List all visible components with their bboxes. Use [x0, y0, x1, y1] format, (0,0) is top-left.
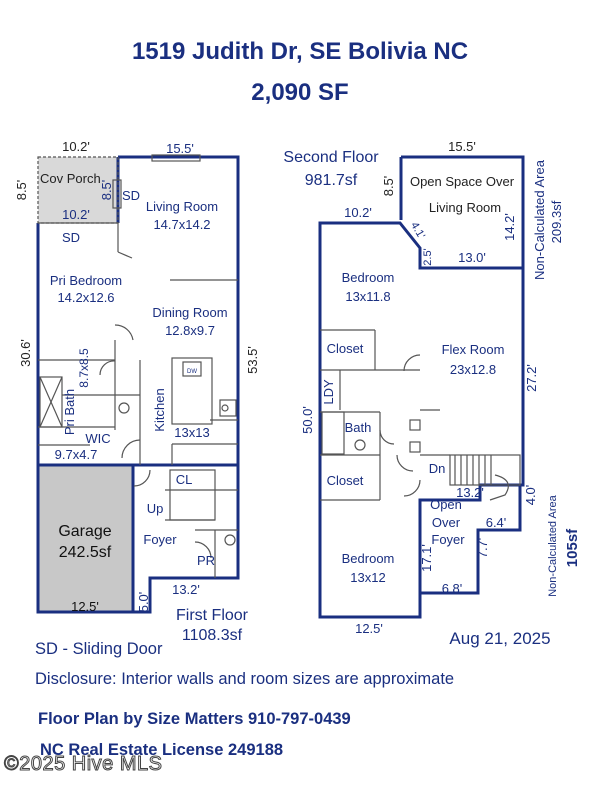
room-wic: WIC: [85, 431, 110, 446]
dim-garage-bottom: 12.5': [71, 599, 99, 614]
watermark: ©2025 Hive MLS: [3, 753, 163, 776]
room-up: Up: [147, 501, 164, 516]
dim-right-side-2: 27.2': [524, 364, 539, 392]
room-flex-dim: 23x12.8: [450, 362, 496, 377]
room-pr: PR: [197, 553, 215, 568]
non-calc-label-1: Non-Calculated Area: [532, 159, 547, 280]
dim-left-side-2: 50.0': [300, 406, 315, 434]
room-open-foyer-2: Over: [432, 515, 461, 530]
dim-bottom: 13.2': [172, 582, 200, 597]
room-ldy: LDY: [321, 379, 336, 405]
room-open-foyer-1: Open: [430, 497, 462, 512]
dim-porch-right: 8.5': [99, 180, 114, 201]
disclosure-text: Disclosure: Interior walls and room size…: [35, 670, 455, 688]
room-cov-porch: Cov Porch: [40, 171, 101, 186]
dim-porch-inner: 10.2': [62, 207, 90, 222]
room-kitchen-dim: 13x13: [174, 425, 209, 440]
sd-label-1: SD: [122, 188, 140, 203]
dim-bottom-2: 12.5': [355, 621, 383, 636]
company-text: Floor Plan by Size Matters 910-797-0439: [38, 710, 351, 728]
room-dn: Dn: [429, 461, 446, 476]
area-title: 2,090 SF: [251, 79, 349, 106]
room-open-space-2: Living Room: [429, 200, 501, 215]
room-bedroom-2: Bedroom: [342, 551, 395, 566]
room-bedroom-1-dim: 13x11.8: [345, 289, 390, 304]
dim-open-right: 14.2': [502, 213, 517, 241]
room-wic-dim: 9.7x4.7: [55, 447, 98, 462]
dim-top-open: 15.5': [448, 139, 476, 154]
dim-porch-side: 8.5': [14, 180, 29, 201]
second-floor-title: Second Floor: [283, 149, 379, 166]
dim-foyer-a: 6.4': [486, 515, 507, 530]
room-pri-bedroom-dim: 14.2x12.6: [57, 290, 114, 305]
room-flex: Flex Room: [442, 342, 505, 357]
room-bedroom-2-dim: 13x12: [350, 570, 385, 585]
second-floor-area: 981.7sf: [305, 172, 358, 189]
first-floor-interior: [37, 154, 238, 578]
address-title: 1519 Judith Dr, SE Bolivia NC: [131, 38, 469, 65]
dim-foyer-c: 17.1': [419, 544, 434, 572]
second-floor-interior: [320, 329, 521, 501]
room-dining: Dining Room: [152, 305, 227, 320]
dim-stair-w: 13.2': [456, 485, 484, 500]
room-open-space-1: Open Space Over: [410, 174, 515, 189]
room-kitchen: Kitchen: [152, 388, 167, 431]
non-calc-area-2: 105sf: [564, 528, 581, 567]
dim-small: 2.5': [422, 248, 434, 265]
dim-foyer-b: 7.7': [475, 538, 490, 559]
room-living-dim: 14.7x14.2: [153, 217, 210, 232]
room-pri-bedroom: Pri Bedroom: [50, 273, 122, 288]
dim-step: 5.0': [136, 592, 151, 613]
room-closet-1: Closet: [327, 341, 364, 356]
room-garage: Garage: [58, 523, 111, 540]
room-closet-2: Closet: [327, 473, 364, 488]
room-foyer: Foyer: [143, 532, 177, 547]
non-calc-area-1: 209.3sf: [549, 200, 564, 243]
room-pri-bath: Pri Bath: [62, 389, 77, 435]
license-text: NC Real Estate License 249188: [40, 741, 284, 759]
room-cl: CL: [176, 472, 193, 487]
room-garage-area: 242.5sf: [59, 544, 112, 561]
dim-stair-r: 4.0': [523, 485, 538, 506]
sd-label-2: SD: [62, 230, 80, 245]
dim-open-bottom: 13.0': [458, 250, 486, 265]
dim-living-top: 15.5': [166, 141, 194, 156]
dim-foyer-d: 6.8': [442, 581, 463, 596]
first-floor-title: First Floor: [176, 607, 249, 624]
dim-right-side: 53.5': [245, 346, 260, 374]
dim-left-side: 30.6': [18, 339, 33, 367]
plan-date: Aug 21, 2025: [449, 629, 550, 648]
room-living: Living Room: [146, 199, 218, 214]
non-calc-label-2: Non-Calculated Area: [547, 494, 559, 596]
room-open-foyer-3: Foyer: [431, 532, 465, 547]
legend-text: SD - Sliding Door: [35, 640, 163, 658]
dw-label: DW: [187, 369, 197, 375]
first-floor-area: 1108.3sf: [182, 627, 243, 644]
dim-porch-top: 10.2': [62, 139, 90, 154]
room-dining-dim: 12.8x9.7: [165, 323, 215, 338]
room-bedroom-1: Bedroom: [342, 270, 395, 285]
room-bath: Bath: [345, 420, 372, 435]
dim-open-left: 8.5': [381, 176, 396, 197]
first-floor-walls: [36, 155, 240, 614]
room-pri-bath-dim: 8.7x8.5: [77, 348, 91, 388]
dim-left-top: 10.2': [344, 205, 372, 220]
